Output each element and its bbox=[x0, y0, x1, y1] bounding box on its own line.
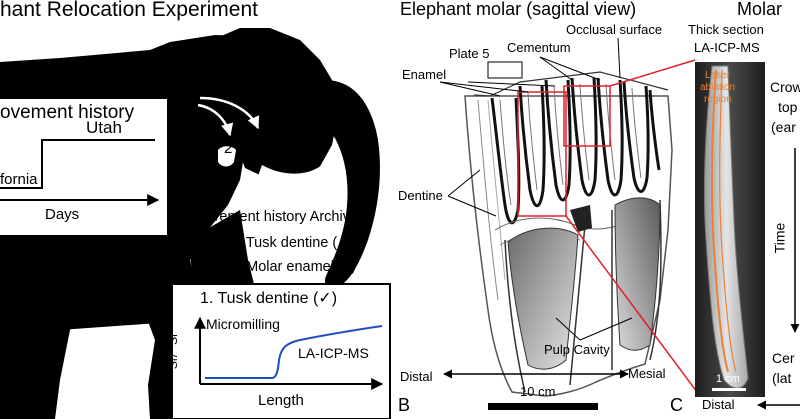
archive-arrow-1 bbox=[199, 96, 260, 130]
panel-a-title: hant Relocation Experiment bbox=[0, 0, 258, 21]
movement-history-box bbox=[0, 97, 169, 237]
label-crown-top: top bbox=[778, 99, 798, 115]
tusk-chart-method-lower: LA-ICP-MS bbox=[298, 345, 369, 361]
molar-sample-box-top bbox=[517, 91, 567, 217]
movement-history-xaxis-label: Days bbox=[45, 206, 80, 223]
laser-ablation-line bbox=[710, 69, 729, 373]
tusk-chart-ylabel: 87Sr/86Sr bbox=[165, 332, 181, 379]
movement-history-line bbox=[0, 139, 155, 189]
thick-section-slice bbox=[703, 65, 749, 389]
label-dentine: Dentine bbox=[398, 188, 443, 203]
label-distal-c: Distal bbox=[702, 397, 735, 412]
pulp-horn bbox=[570, 205, 592, 232]
label-region: region bbox=[704, 94, 732, 105]
panel-b-letter: B bbox=[398, 395, 411, 415]
label-time: Time bbox=[771, 222, 788, 254]
panel-b-title: Elephant molar (sagittal view) bbox=[400, 0, 637, 19]
label-laser: Laser bbox=[705, 70, 731, 81]
label-cervix: Cer bbox=[772, 350, 795, 366]
tusk-chart-method-upper: Micromilling bbox=[206, 316, 280, 332]
tusk-chart-title: 1. Tusk dentine (✓) bbox=[200, 290, 338, 307]
label-pulp-cavity: Pulp Cavity bbox=[544, 342, 610, 357]
label-la-icp-ms: LA-ICP-MS bbox=[694, 40, 760, 55]
label-ablation: ablation bbox=[700, 82, 736, 93]
label-enamel: Enamel bbox=[402, 67, 447, 82]
movement-history-title: ovement history bbox=[0, 102, 135, 123]
plate5-box bbox=[487, 61, 523, 79]
pulp-cavity-distal bbox=[507, 227, 579, 370]
panel-c-title: Molar bbox=[737, 0, 783, 19]
movement-history-california-label: fornia bbox=[0, 171, 38, 188]
label-scale-10cm: 10 cm bbox=[520, 384, 556, 399]
tusk-chart-series bbox=[205, 325, 383, 379]
label-plate5: Plate 5 bbox=[449, 46, 490, 61]
pulp-cavity-mesial bbox=[614, 197, 661, 351]
label-thick-section: Thick section bbox=[688, 22, 764, 37]
zoom-line-top bbox=[609, 59, 696, 87]
label-cervix-late: (lat bbox=[772, 370, 792, 386]
molar-sample-box-enamel bbox=[563, 85, 611, 147]
label-distal: Distal bbox=[400, 369, 433, 384]
scale-bar-10cm bbox=[488, 403, 598, 410]
scale-bar-1cm bbox=[712, 388, 746, 391]
archives-item-molar: 2. Molar enamel (?) bbox=[230, 259, 356, 275]
movement-history-utah-label: Utah bbox=[86, 118, 122, 137]
panel-c-letter: C bbox=[670, 395, 683, 415]
label-cementum: Cementum bbox=[507, 40, 571, 55]
label-scale-1cm: 1 cm bbox=[716, 373, 740, 385]
zoom-line-bottom bbox=[565, 215, 701, 397]
label-crown-early: (ear bbox=[771, 119, 796, 135]
tusk-chart-xlabel: Length bbox=[258, 392, 304, 409]
archive-marker-1: 1 bbox=[262, 146, 271, 163]
laser-ablation-line-2 bbox=[719, 69, 737, 373]
label-crown: Crow bbox=[770, 79, 800, 95]
archive-marker-2: 2 bbox=[224, 140, 233, 157]
leader-lines bbox=[439, 37, 633, 341]
tusk-shape bbox=[258, 163, 331, 184]
archive-arrow-2 bbox=[197, 103, 234, 137]
tusk-small-shape bbox=[218, 146, 236, 167]
label-mesial: Mesial bbox=[628, 366, 666, 381]
archives-title: Movement history Archives bbox=[192, 209, 366, 225]
label-occlusal-surface: Occlusal surface bbox=[566, 22, 663, 37]
archives-item-tusk: 1. Tusk dentine (✓) bbox=[230, 235, 355, 251]
